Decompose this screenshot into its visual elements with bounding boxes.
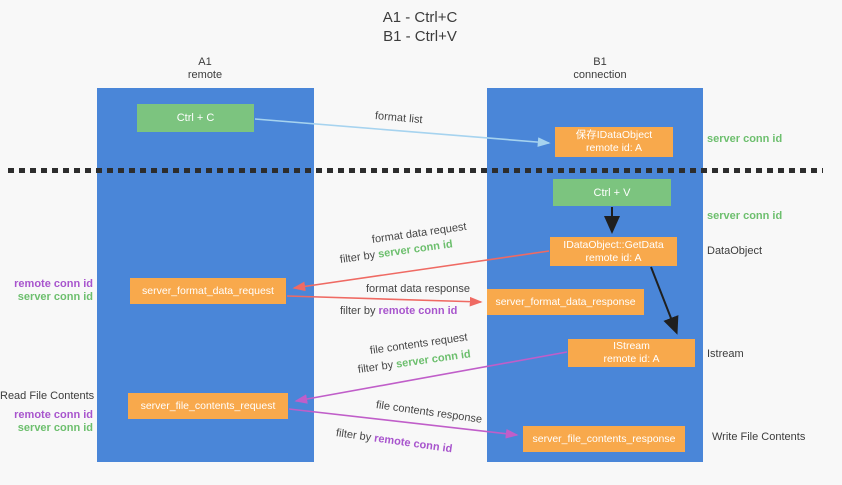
dashed-separator-line [8, 168, 823, 173]
node-save-idataobject: 保存IDataObject remote id: A [555, 127, 673, 157]
annotation-server-conn-id-left-1: server conn id [17, 291, 93, 303]
annotation-write-file-contents: Write File Contents [712, 431, 806, 443]
node-save-line1: 保存IDataObject [575, 129, 653, 141]
node-ctrl-v: Ctrl + V [553, 179, 671, 206]
node-file-request-label: server_file_contents_request [140, 399, 276, 412]
diagram-title: A1 - Ctrl+C B1 - Ctrl+V [330, 8, 510, 46]
column-a1-role: remote [187, 69, 223, 81]
node-idataobject-getdata: IDataObject::GetData remote id: A [550, 237, 677, 266]
node-save-line2: remote id: A [585, 142, 643, 154]
remote-conn-id-text: remote conn id [373, 432, 454, 456]
annotation-server-conn-id-top: server conn id [707, 133, 783, 145]
node-istream-line1: IStream [613, 340, 650, 352]
title-line-1: A1 - Ctrl+C [382, 9, 458, 26]
filter-by-text: filter by [335, 427, 372, 444]
label-filter-by-remote-1: filter by remote conn id [340, 305, 457, 317]
format-data-response-arrow [286, 295, 483, 307]
column-header-b1-connection: B1 connection [545, 56, 655, 82]
label-file-contents-response: file contents response [375, 399, 483, 426]
node-ctrl-c-label: Ctrl + C [176, 112, 215, 124]
node-getdata-line1: IDataObject::GetData [563, 238, 664, 251]
annotation-read-file-contents: Read File Contents [0, 390, 95, 402]
label-format-list: format list [374, 110, 424, 127]
label-filter-by-remote-2: filter by remote conn id [335, 427, 453, 455]
filter-by-text: filter by [339, 249, 376, 266]
annotation-server-conn-id-left-2: server conn id [17, 422, 93, 434]
node-server-format-data-response: server_format_data_response [487, 289, 644, 315]
filter-by-text: filter by [340, 305, 376, 317]
column-header-a1-remote: A1 remote [150, 56, 260, 82]
filter-by-text: filter by [357, 359, 394, 376]
column-b1-id: B1 [593, 56, 607, 68]
node-file-response-label: server_file_contents_response [532, 432, 676, 445]
remote-conn-id-text: remote conn id [378, 305, 458, 317]
node-ctrl-v-label: Ctrl + V [593, 186, 631, 199]
column-b1-role: connection [573, 69, 627, 81]
node-server-format-data-request: server_format_data_request [130, 278, 286, 304]
node-getdata-line2: remote id: A [585, 251, 642, 264]
annotation-remote-conn-id-left-2: remote conn id [14, 409, 93, 421]
annotation-remote-conn-id-left-1: remote conn id [14, 278, 93, 290]
node-ctrl-c: Ctrl + C [137, 104, 254, 132]
node-server-file-contents-response: server_file_contents_response [523, 426, 685, 452]
title-line-2: B1 - Ctrl+V [383, 28, 457, 45]
annotation-dataobject: DataObject [707, 245, 763, 257]
node-format-response-label: server_format_data_response [495, 295, 636, 308]
node-istream-line2: remote id: A [603, 353, 660, 365]
column-a1-id: A1 [198, 56, 212, 68]
node-format-request-label: server_format_data_request [142, 284, 274, 297]
node-istream: IStream remote id: A [568, 339, 695, 367]
node-server-file-contents-request: server_file_contents_request [128, 393, 288, 419]
label-format-data-response: format data response [366, 283, 470, 295]
annotation-server-conn-id-mid: server conn id [707, 210, 783, 222]
annotation-istream: Istream [707, 348, 744, 360]
